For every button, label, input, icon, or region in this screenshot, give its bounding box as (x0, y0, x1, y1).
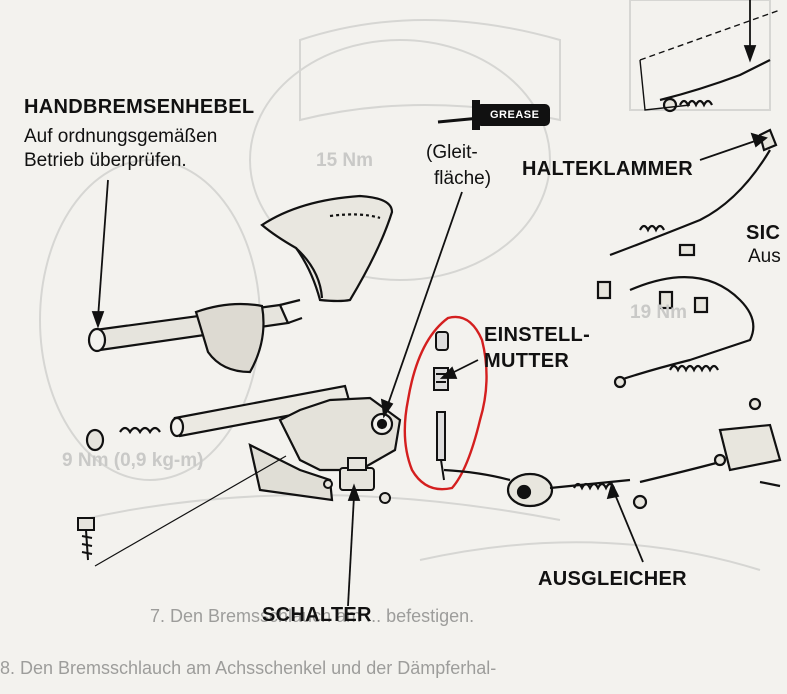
label-einstell-2: MUTTER (484, 350, 570, 372)
rear-cables (596, 9, 781, 389)
handbrake-lever (85, 194, 402, 502)
background-ghost-shapes (39, 0, 771, 571)
label-ausgleicher: AUSGLEICHER (538, 568, 687, 590)
highlight-circle (403, 315, 488, 491)
label-handbremsenhebel: HANDBREMSENHEBEL (24, 96, 255, 118)
ghost-torque-1: 15 Nm (316, 150, 374, 171)
ghost-torque-2: 9 Nm (0,9 kg-m) (62, 450, 204, 471)
grease-tube (437, 100, 550, 130)
label-handbremsenhebel-note-2: Betrieb überprüfen. (24, 150, 187, 171)
label-gleit-2: fläche) (434, 168, 492, 189)
ghost-torque-3: 19 Nm (630, 302, 688, 323)
label-sic: SIC (746, 222, 781, 244)
switch-part (323, 457, 391, 504)
ghost-instruction-8: 8. Den Bremsschlauch am Achsschenkel und… (0, 658, 497, 678)
label-handbremsenhebel-note-1: Auf ordnungsgemäßen (24, 126, 218, 147)
label-einstell-1: EINSTELL- (484, 324, 591, 346)
label-schalter: SCHALTER (262, 604, 372, 626)
label-gleit-1: (Gleit- (426, 142, 478, 163)
adjusting-nut-parts (433, 331, 449, 481)
equalizer-cables (443, 397, 782, 510)
label-grease: GREASE (490, 109, 540, 121)
ghost-instruction-7: 7. Den Bremsschlauch am ... befestigen. (150, 606, 475, 626)
bolt-lower-left (77, 517, 95, 561)
label-aus: Aus (748, 246, 781, 267)
leader-lines (91, 0, 768, 607)
label-halteklammer: HALTEKLAMMER (522, 158, 693, 180)
